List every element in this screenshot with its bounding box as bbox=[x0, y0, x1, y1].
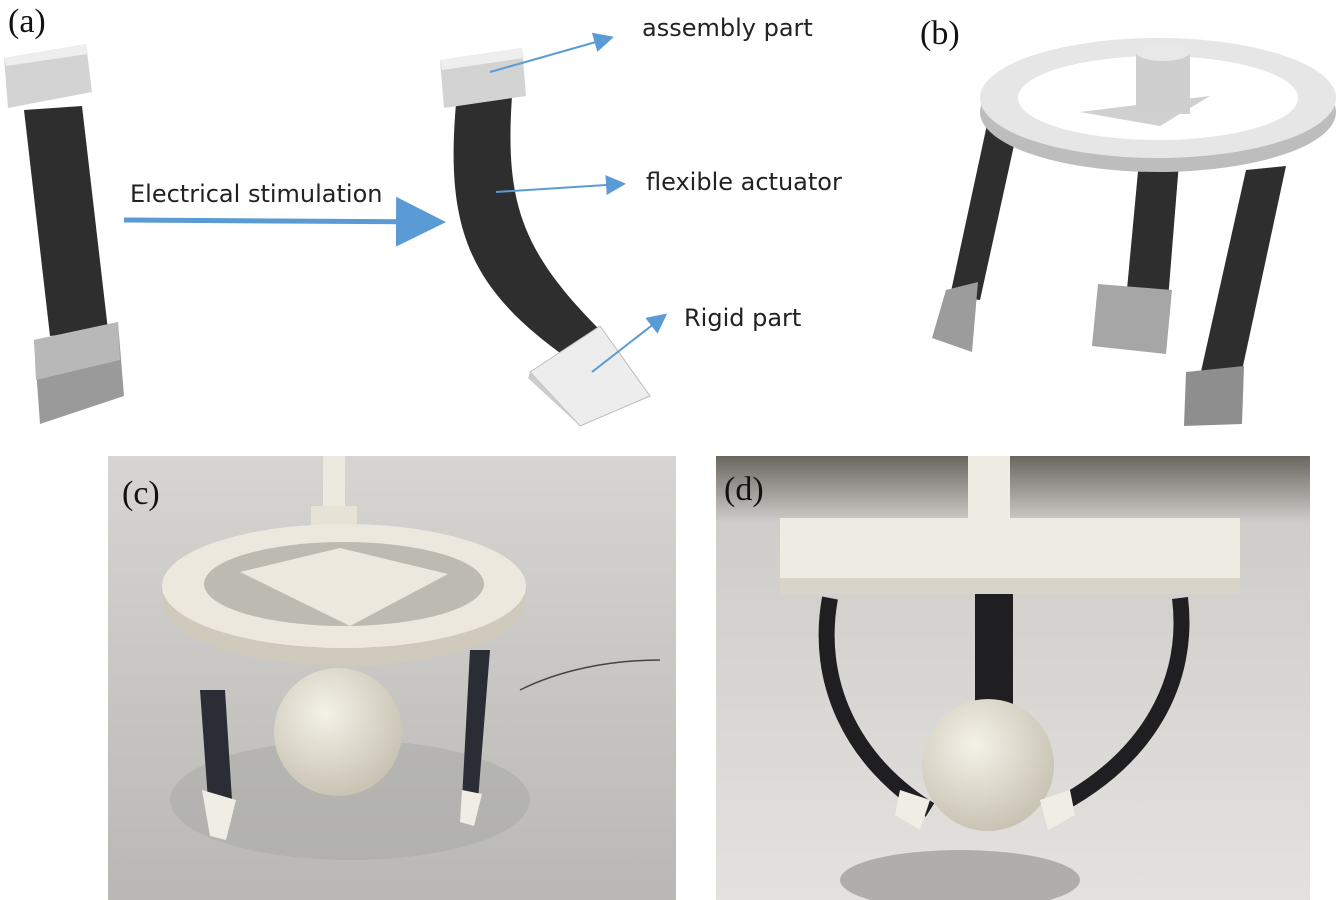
assembly-arrow bbox=[489, 32, 614, 73]
panel-b-label: (b) bbox=[920, 15, 960, 52]
bent-actuator bbox=[440, 48, 651, 428]
actuator-arrow bbox=[495, 175, 626, 195]
panel-a-label: (a) bbox=[8, 3, 46, 40]
rigid-label: Rigid part bbox=[684, 304, 801, 332]
straight-actuator bbox=[4, 44, 124, 424]
stimulation-arrow bbox=[123, 196, 446, 247]
stimulation-label: Electrical stimulation bbox=[130, 180, 382, 208]
panel-d-label: (d) bbox=[724, 471, 764, 508]
actuator-label: flexible actuator bbox=[646, 168, 842, 196]
panel-c-photo: (c) bbox=[108, 456, 676, 900]
panel-d-photo: (d) bbox=[716, 456, 1310, 900]
panel-a: (a) Electrical stimulation assembly part… bbox=[4, 3, 842, 428]
rigid-arrow bbox=[591, 313, 668, 373]
assembly-label: assembly part bbox=[642, 14, 813, 42]
panel-c-label: (c) bbox=[122, 475, 160, 512]
panel-b: (b) bbox=[920, 15, 1336, 426]
